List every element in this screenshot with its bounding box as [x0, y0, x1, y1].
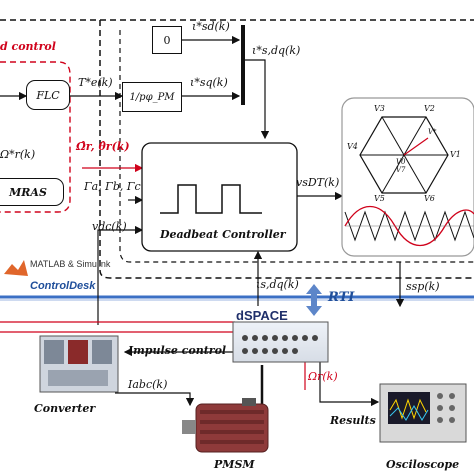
deadbeat-box — [141, 142, 298, 252]
control-title: d control — [0, 40, 56, 53]
isd-ref-label: ι*sd(k) — [192, 20, 230, 33]
ssp-label: ssp(k) — [406, 280, 440, 293]
omega-theta-hat-label: Ω̂r, θ̂r(k) — [76, 140, 130, 153]
converter-label: Converter — [34, 402, 96, 415]
dspace-label: dSPACE — [236, 308, 288, 323]
rti-arrow — [306, 284, 322, 316]
isdq-ref-label: ι*s,dq(k) — [252, 44, 301, 57]
vs-dt-label: vsDT(k) — [296, 176, 340, 189]
gain-block: 1/pφ_PM — [122, 82, 182, 112]
results-label: Results — [330, 414, 376, 427]
controldesk-label: ControlDesk — [30, 280, 96, 292]
omega-r-label: Ωr(k) — [308, 370, 338, 383]
matlab-logo-icon — [4, 260, 28, 276]
svm-panel — [341, 97, 474, 257]
pmsm-image — [182, 398, 269, 453]
v7-label: V7 — [396, 166, 406, 174]
outer-dashed-frame — [0, 19, 474, 279]
pmsm-label: PMSM — [214, 458, 255, 471]
v6-label: V6 — [424, 194, 435, 203]
vdc-label: vdc(k) — [92, 220, 127, 233]
zero-block: 0 — [152, 26, 182, 54]
modulation-wave — [344, 206, 474, 246]
gamma-label: Γa, Γb, Γc — [84, 180, 141, 193]
te-ref-label: T*e(k) — [78, 76, 113, 89]
rti-label: RTI — [328, 290, 355, 305]
dspace-unit — [232, 321, 329, 363]
dq-bus-bar — [241, 25, 245, 105]
v2-label: V2 — [424, 104, 435, 113]
matlab-label: MATLAB & Simulink — [30, 259, 111, 269]
impulse-control-label: Impulse control — [128, 344, 227, 357]
isdq-label: ιs,dq(k) — [256, 278, 299, 291]
deadbeat-label: Deadbeat Controller — [160, 228, 286, 241]
v0-label: V0 — [396, 158, 406, 166]
red-dashed-region — [0, 61, 71, 213]
mras-block: MRAS — [0, 178, 64, 206]
iabc-label: Iabc(k) — [128, 378, 168, 391]
v5-label: V5 — [374, 194, 385, 203]
isq-ref-label: ι*sq(k) — [190, 76, 228, 89]
inner-dashed-loop — [119, 30, 474, 263]
v4-label: V4 — [347, 142, 358, 151]
v1-label: V1 — [450, 150, 461, 159]
v3-label: V3 — [374, 104, 385, 113]
flc-block: FLC — [26, 80, 70, 110]
converter-image — [39, 335, 119, 393]
vstar-label: V* — [428, 128, 437, 136]
pulse-waveform — [160, 184, 262, 214]
oscilloscope-image — [379, 383, 467, 443]
omega-ref-label: Ω*r(k) — [0, 148, 36, 161]
oscilloscope-label: Osciloscope — [386, 458, 460, 471]
